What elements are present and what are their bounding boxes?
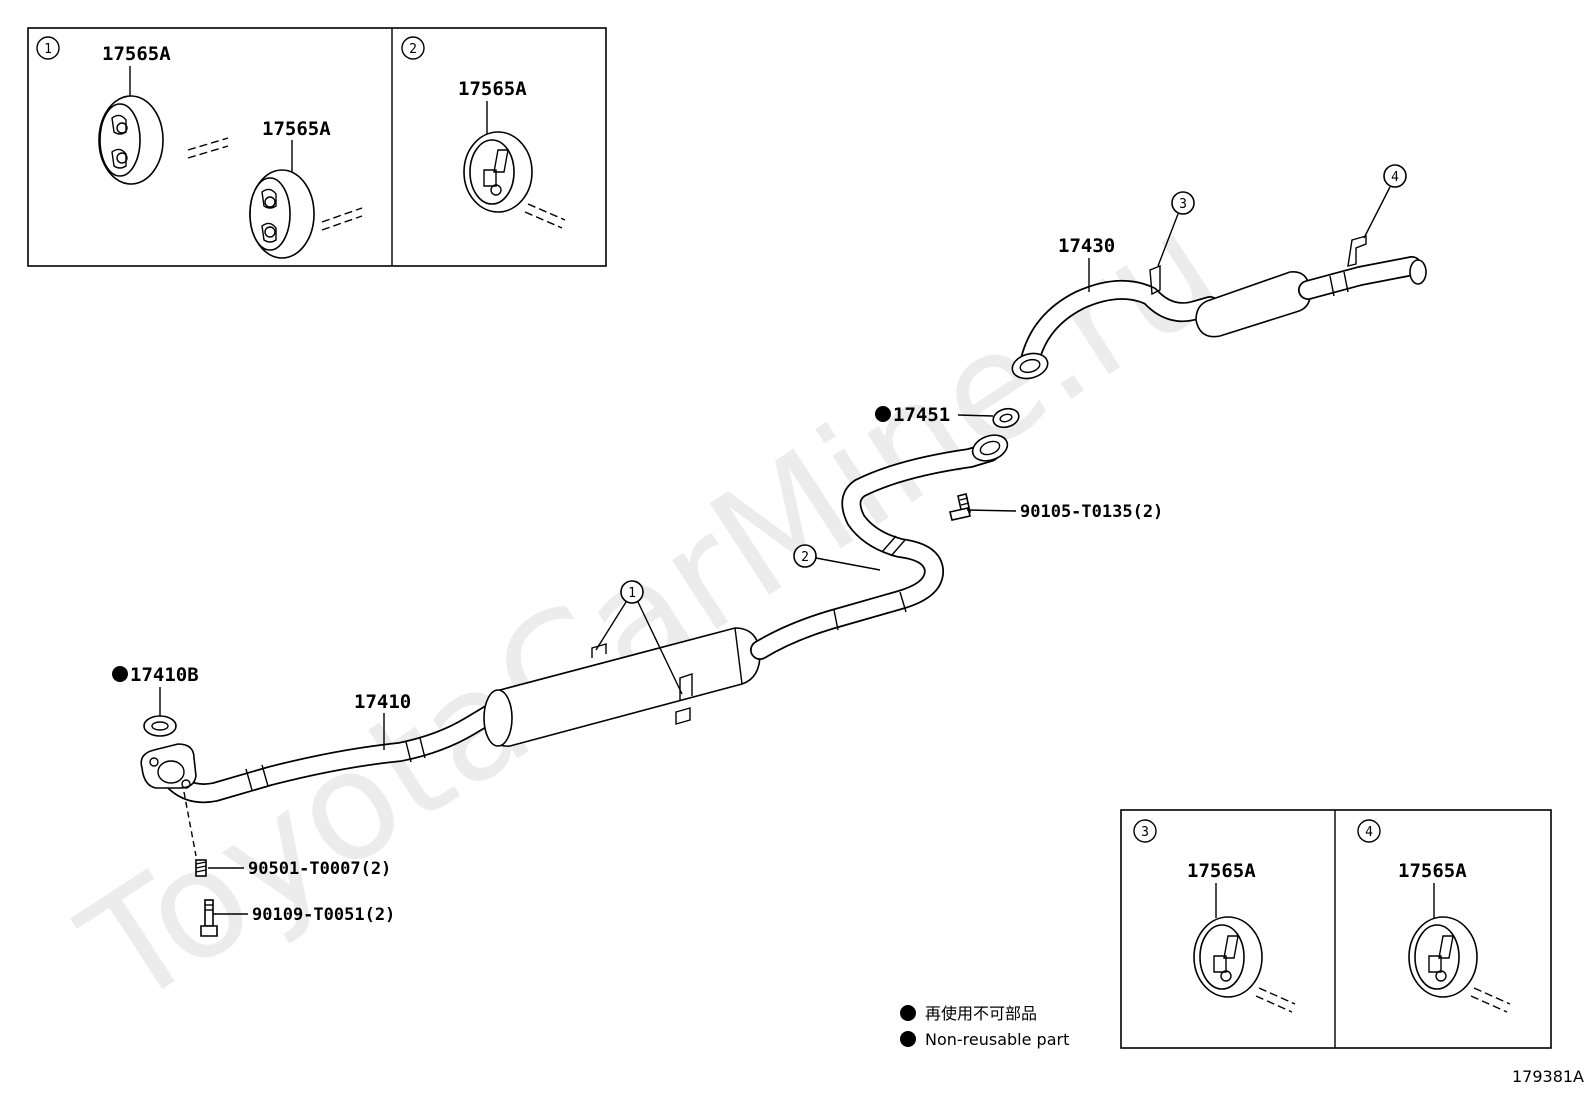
rubber-hanger-icon [1408, 916, 1478, 998]
detail-box-1: 1 17565A 17565A [36, 36, 363, 259]
label-17410: 17410 [354, 691, 411, 713]
spring-90501-icon [195, 859, 207, 877]
non-reusable-marker [112, 666, 128, 682]
rubber-hanger-icon [1193, 916, 1263, 998]
detail-box-4-label: 17565A [1398, 860, 1467, 882]
legend-jp: 再使用不可部品 [925, 1004, 1037, 1023]
detail-box-1-label-a: 17565A [102, 43, 171, 65]
detail-box-2: 2 17565A [401, 36, 566, 229]
label-17451: 17451 [893, 404, 950, 426]
bolt-90109-icon [200, 899, 218, 937]
legend-bullet-icon [900, 1005, 916, 1021]
detail-box-3: 3 17565A [1133, 819, 1296, 1013]
label-90109: 90109-T0051(2) [252, 905, 395, 925]
bolt-90105-icon [949, 493, 971, 521]
svg-text:1: 1 [628, 586, 636, 601]
legend-bullet-icon [900, 1031, 916, 1047]
svg-text:3: 3 [1179, 197, 1187, 212]
detail-box-3-number: 3 [1141, 825, 1149, 840]
callout-2: 2 [793, 544, 881, 571]
gasket-17451 [992, 407, 1020, 429]
diagram-code: 179381A [1512, 1067, 1584, 1086]
callout-3: 3 [1157, 191, 1195, 267]
detail-box-4: 4 17565A [1357, 819, 1511, 1013]
front-pipe-assembly-17410 [140, 434, 1009, 804]
rubber-hanger-icon [98, 95, 164, 185]
label-17410B: 17410B [130, 664, 199, 686]
svg-text:2: 2 [801, 550, 809, 565]
detail-box-3-label: 17565A [1187, 860, 1256, 882]
rubber-hanger-icon [463, 131, 533, 213]
detail-box-1-label-b: 17565A [262, 118, 331, 140]
tail-pipe-assembly-17430 [1011, 235, 1427, 380]
gasket-17410B [143, 715, 177, 737]
svg-text:4: 4 [1391, 170, 1399, 185]
label-90501: 90501-T0007(2) [248, 859, 391, 879]
callout-4: 4 [1363, 164, 1407, 239]
label-17430: 17430 [1058, 235, 1115, 257]
detail-panel-top-left [27, 27, 607, 267]
detail-panel-bottom-right [1120, 809, 1552, 1049]
rubber-hanger-icon [249, 169, 315, 259]
detail-box-2-number: 2 [409, 42, 417, 57]
callout-1: 1 [595, 580, 683, 695]
detail-box-2-label: 17565A [458, 78, 527, 100]
legend: 再使用不可部品 Non-reusable part [900, 1004, 1069, 1049]
non-reusable-marker [875, 406, 891, 422]
label-90105: 90105-T0135(2) [1020, 502, 1163, 522]
legend-en: Non-reusable part [925, 1030, 1069, 1049]
detail-box-1-number: 1 [44, 42, 52, 57]
detail-box-4-number: 4 [1365, 825, 1373, 840]
